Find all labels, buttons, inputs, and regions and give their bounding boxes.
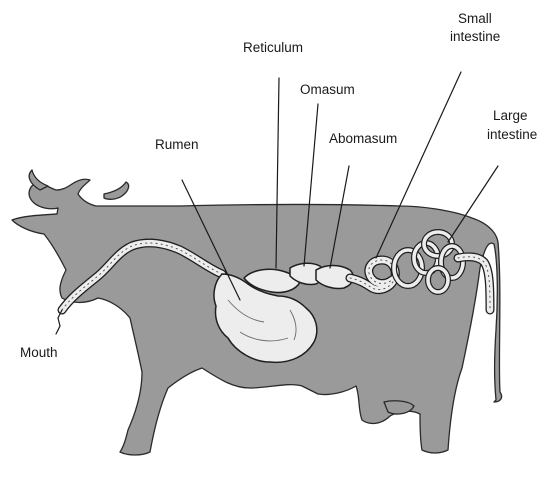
label-rumen: Rumen xyxy=(155,137,199,152)
label-abomasum: Abomasum xyxy=(329,131,397,146)
label-mouth: Mouth xyxy=(20,345,58,360)
right-horn xyxy=(104,182,129,199)
label-small-intestine-1: Small xyxy=(458,11,492,26)
label-large-intestine-1: Large xyxy=(493,108,528,123)
label-small-intestine-2: intestine xyxy=(450,29,500,44)
label-omasum: Omasum xyxy=(300,82,355,97)
udder xyxy=(384,401,414,414)
label-large-intestine-2: intestine xyxy=(487,127,537,142)
label-reticulum: Reticulum xyxy=(243,40,303,55)
